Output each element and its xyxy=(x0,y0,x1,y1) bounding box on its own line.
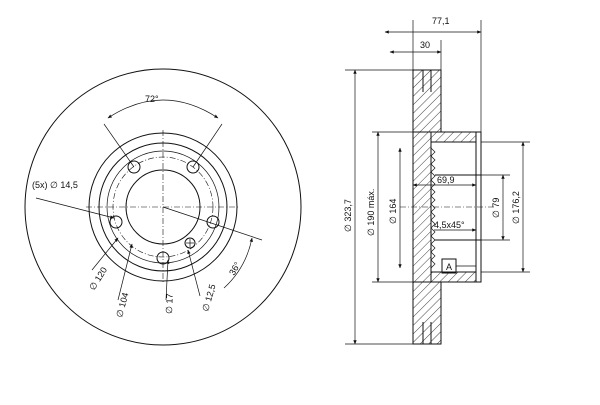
angle-ray-left xyxy=(103,123,135,168)
angle-72-label: 72° xyxy=(145,94,159,104)
dim-79-label: ∅ 79 xyxy=(491,198,501,218)
angle-arc-72 xyxy=(107,99,219,119)
bolt-hole xyxy=(109,215,123,229)
dim-176-2-label: ∅ 176,2 xyxy=(511,191,521,224)
friction-ring-bottom xyxy=(412,281,442,345)
dia-17-leader xyxy=(165,259,170,301)
bolt-hole xyxy=(156,251,170,265)
dim-323-7-label: ∅ 323,7 xyxy=(343,199,353,232)
holes-callout: (5x) ∅ 14,5 xyxy=(32,180,78,190)
dia-104-leader xyxy=(117,243,133,301)
bolt-hole xyxy=(186,160,200,174)
dia-120-leader xyxy=(91,237,119,271)
angle-ray-right xyxy=(192,123,223,168)
dia-104-label: ∅ 104 xyxy=(114,291,130,318)
dia-12-5-label: ∅ 12,5 xyxy=(200,283,217,313)
balance-mark-symbol xyxy=(184,237,196,249)
friction-ring-top xyxy=(412,69,442,133)
hat-top-wall xyxy=(430,131,477,143)
angle-36-label: 36° xyxy=(227,260,243,277)
dim-190-label: ∅ 190 máx. xyxy=(366,189,376,236)
dim-164-label: ∅ 164 xyxy=(388,199,398,224)
chamfer-label: 4,5x45° xyxy=(434,220,465,230)
dia-12-5-leader xyxy=(187,249,201,297)
front-view: 72° (5x) ∅ 14,5 ∅ 120 ∅ 104 ∅ 17 ∅ 12,5 … xyxy=(24,68,302,346)
holes-leader xyxy=(35,197,115,219)
dim-77-1-label: 77,1 xyxy=(432,16,450,26)
side-view: 77,1 30 ∅ 323,7 ∅ 190 máx. ∅ 164 69,9 4,… xyxy=(343,16,530,345)
dia-120-label: ∅ 120 xyxy=(87,265,109,292)
dim-69-9-label: 69,9 xyxy=(437,175,455,185)
disc-outer-edge xyxy=(24,68,302,346)
angle-36-arc xyxy=(223,237,253,289)
hat-inner-teeth xyxy=(430,147,436,269)
dia-17-label: ∅ 17 xyxy=(164,293,175,314)
bolt-hole xyxy=(127,160,141,174)
angle-36-ray xyxy=(162,206,263,241)
dim-30-label: 30 xyxy=(420,40,430,50)
datum-label: A xyxy=(446,262,452,272)
